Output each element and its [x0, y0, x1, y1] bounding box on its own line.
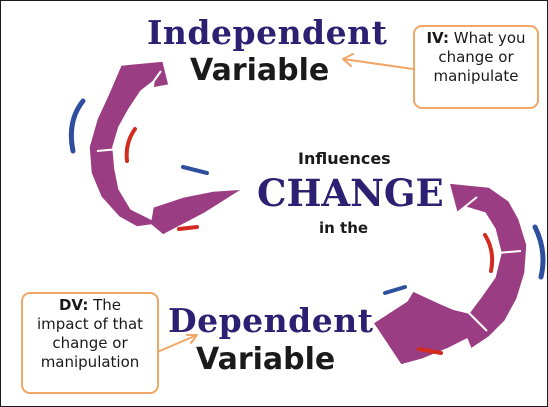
dv-callout-key: DV: — [58, 296, 89, 314]
right-blue-accent — [532, 224, 546, 280]
left-blue-accent — [68, 98, 86, 154]
dv-callout-line1: DV: The — [23, 296, 157, 315]
iv-callout-key: IV: — [426, 29, 449, 47]
left-blue-dash — [181, 165, 209, 175]
dependent-title: Dependent — [168, 301, 374, 340]
dv-callout-line4: manipulation — [40, 353, 140, 371]
right-red-accent — [483, 233, 495, 273]
right-red-dash — [417, 347, 443, 355]
right-blue-dash — [383, 285, 407, 295]
independent-title: Independent — [147, 13, 388, 52]
dv-callout-line2: impact of that — [36, 315, 144, 333]
iv-callout: IV: What you change or manipulate — [413, 25, 539, 109]
change-label: CHANGE — [257, 171, 444, 215]
dv-callout-pointer — [154, 334, 198, 354]
iv-callout-pointer — [342, 58, 414, 70]
dv-callout-pointer-tip — [186, 334, 198, 344]
left-curved-arrow — [88, 60, 244, 236]
iv-callout-pointer-tip — [342, 53, 354, 67]
iv-callout-line3: manipulate — [433, 67, 519, 85]
iv-callout-line1: IV: What you — [415, 29, 537, 48]
independent-variable-label: Variable — [190, 53, 330, 88]
dv-callout-text1: The — [93, 296, 122, 314]
left-red-dash — [177, 225, 199, 231]
in-the-label: in the — [319, 219, 369, 237]
iv-callout-text1: What you — [453, 29, 526, 47]
dv-callout: DV: The impact of that change or manipul… — [21, 292, 159, 394]
dv-callout-line3: change or — [52, 334, 128, 352]
iv-callout-line2: change or — [438, 48, 514, 66]
right-curved-arrow — [371, 182, 528, 366]
dependent-variable-label: Variable — [196, 342, 336, 377]
influences-label: Influences — [298, 149, 391, 168]
left-red-accent — [124, 127, 137, 163]
